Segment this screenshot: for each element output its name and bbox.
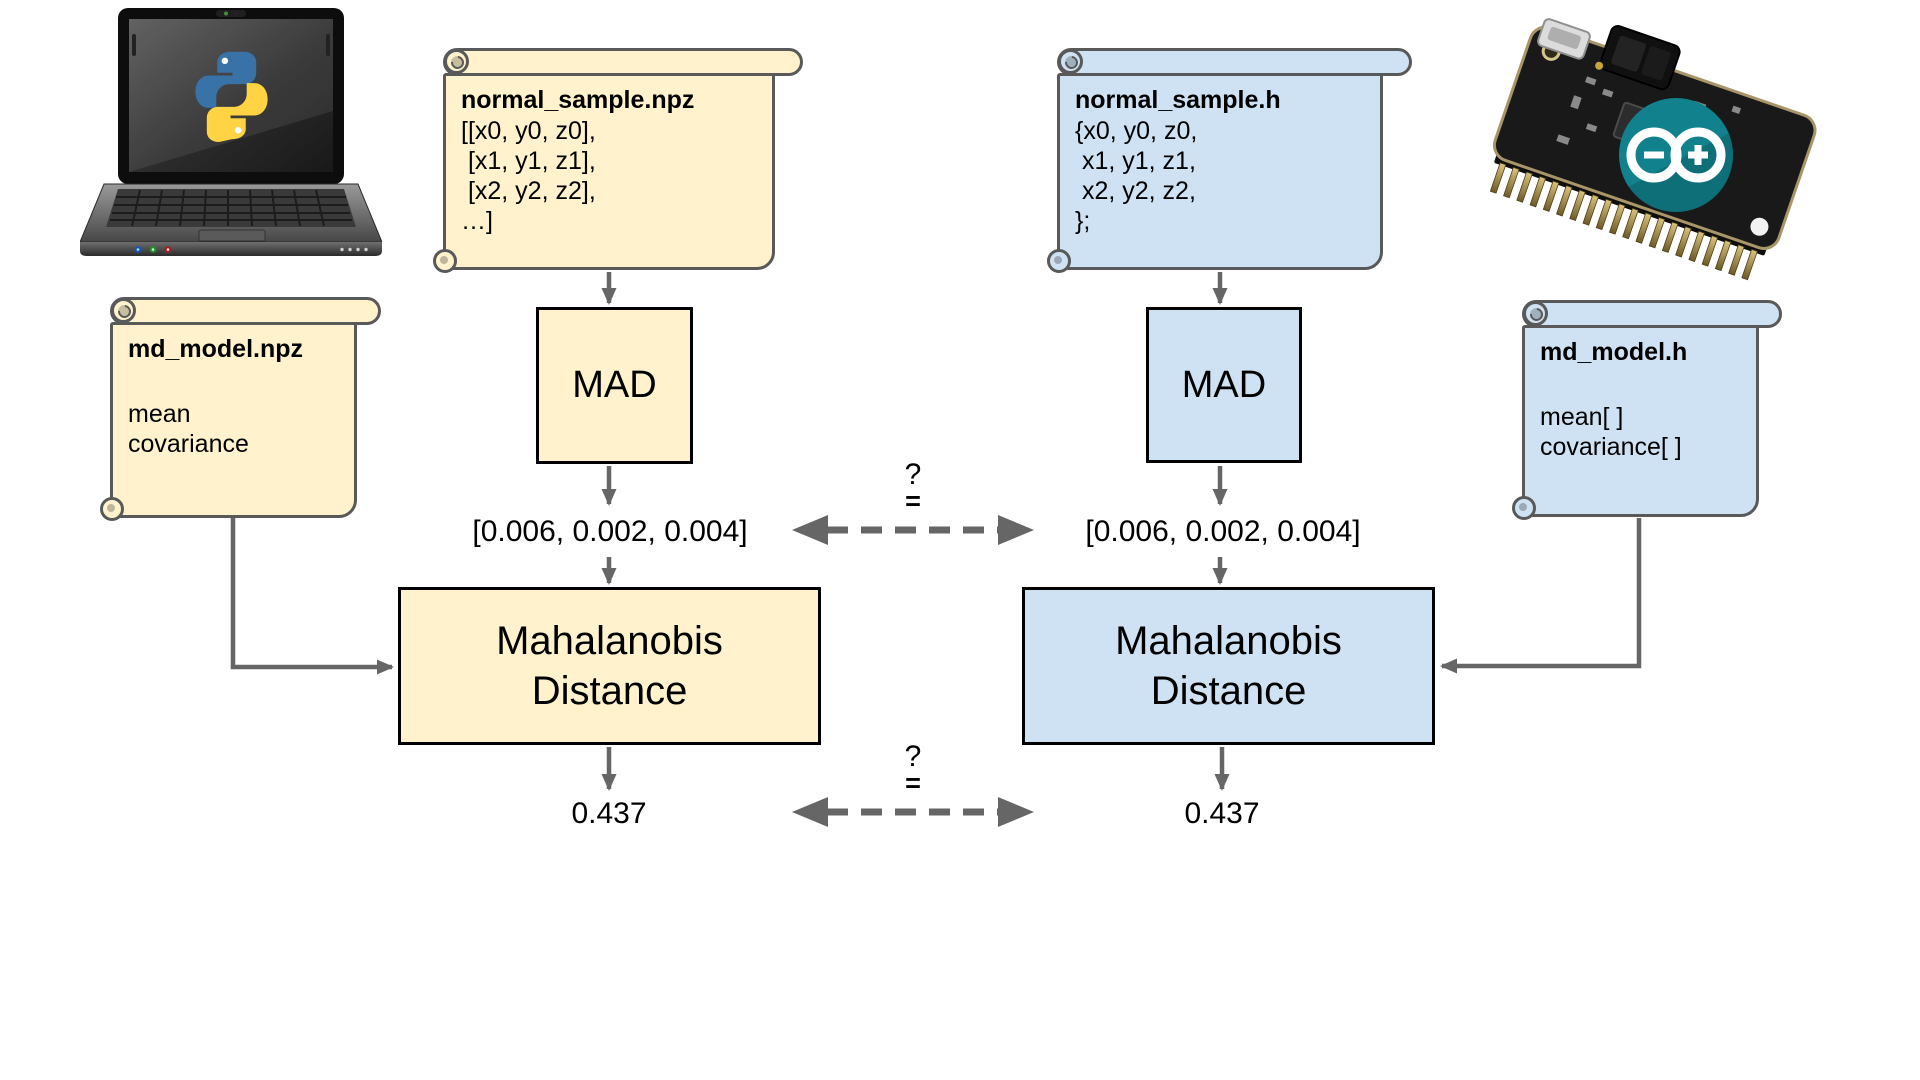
note-line: …]	[461, 207, 493, 235]
note-normal-sample-h: normal_sample.h {x0, y0, z0, x1, y1, z1,…	[1047, 48, 1414, 273]
mad-box-label: MAD	[1181, 363, 1267, 406]
arduino-board-illustration	[1466, 14, 1834, 296]
scroll-curl-icon	[1047, 249, 1071, 273]
mahalanobis-label-line1: Mahalanobis	[1115, 619, 1342, 663]
question-mark: ?	[904, 740, 922, 773]
note-line: mean	[128, 400, 191, 428]
note-title: normal_sample.h	[1075, 86, 1281, 114]
note-line: x2, y2, z2,	[1075, 177, 1196, 205]
scroll-curl-icon	[1523, 301, 1548, 326]
python-laptop-illustration	[79, 6, 383, 266]
laptop-keyboard	[106, 189, 356, 227]
arduino-logo-icon	[1619, 98, 1733, 212]
question-mark: ?	[904, 458, 922, 491]
mahalanobis-label-line2: Distance	[1150, 669, 1307, 713]
python-logo-icon	[195, 51, 268, 143]
note-line: mean[ ]	[1540, 403, 1624, 431]
mahalanobis-label-line1: Mahalanobis	[496, 619, 723, 663]
arrow-model-to-md-left	[230, 518, 394, 675]
laptop-front-edge	[80, 242, 382, 256]
note-line: covariance[ ]	[1540, 433, 1682, 461]
laptop-screen	[129, 19, 333, 172]
note-line: [x2, y2, z2],	[461, 177, 596, 205]
mahalanobis-label-line2: Distance	[531, 669, 688, 713]
scroll-curl-icon	[1058, 49, 1083, 74]
scroll-curl-icon	[111, 298, 136, 323]
note-line: x1, y1, z1,	[1075, 147, 1196, 175]
mad-box-python: MAD	[536, 307, 693, 464]
equals-sign: =	[905, 486, 921, 516]
mad-result-python: [0.006, 0.002, 0.004]	[472, 515, 748, 548]
note-line: };	[1075, 207, 1091, 235]
note-line: {x0, y0, z0,	[1075, 117, 1198, 145]
mad-result-arduino: [0.006, 0.002, 0.004]	[1085, 515, 1361, 548]
laptop-touchpad	[198, 229, 266, 242]
arrow-model-to-md-right	[1440, 518, 1642, 674]
distance-result-python: 0.437	[571, 797, 647, 830]
distance-result-arduino: 0.437	[1184, 797, 1260, 830]
equivalence-question-upper: ? =	[883, 458, 943, 516]
scroll-curl-icon	[1512, 496, 1536, 520]
note-line: [[x0, y0, z0],	[461, 117, 596, 145]
mahalanobis-box-python: Mahalanobis Distance	[398, 587, 821, 745]
note-normal-sample-npz: normal_sample.npz [[x0, y0, z0], [x1, y1…	[433, 48, 805, 273]
dashed-compare-arrow-lower	[792, 797, 1034, 827]
equivalence-question-lower: ? =	[883, 740, 943, 798]
mad-box-arduino: MAD	[1146, 307, 1302, 463]
note-line: covariance	[128, 430, 249, 458]
scroll-curl-icon	[433, 249, 457, 273]
mahalanobis-box-arduino: Mahalanobis Distance	[1022, 587, 1435, 745]
note-title: normal_sample.npz	[461, 86, 695, 114]
laptop-port-leds	[134, 246, 368, 253]
scroll-curl-icon	[444, 49, 469, 74]
mad-box-label: MAD	[572, 364, 657, 406]
note-md-model-h: md_model.h mean[ ] covariance[ ]	[1512, 300, 1784, 520]
dashed-compare-arrow-upper	[792, 515, 1034, 545]
scroll-curl-icon	[100, 497, 124, 521]
note-md-model-npz: md_model.npz mean covariance	[100, 297, 383, 521]
note-title: md_model.h	[1540, 338, 1688, 366]
note-line: [x1, y1, z1],	[461, 147, 596, 175]
equals-sign: =	[905, 768, 921, 798]
note-title: md_model.npz	[128, 335, 304, 363]
